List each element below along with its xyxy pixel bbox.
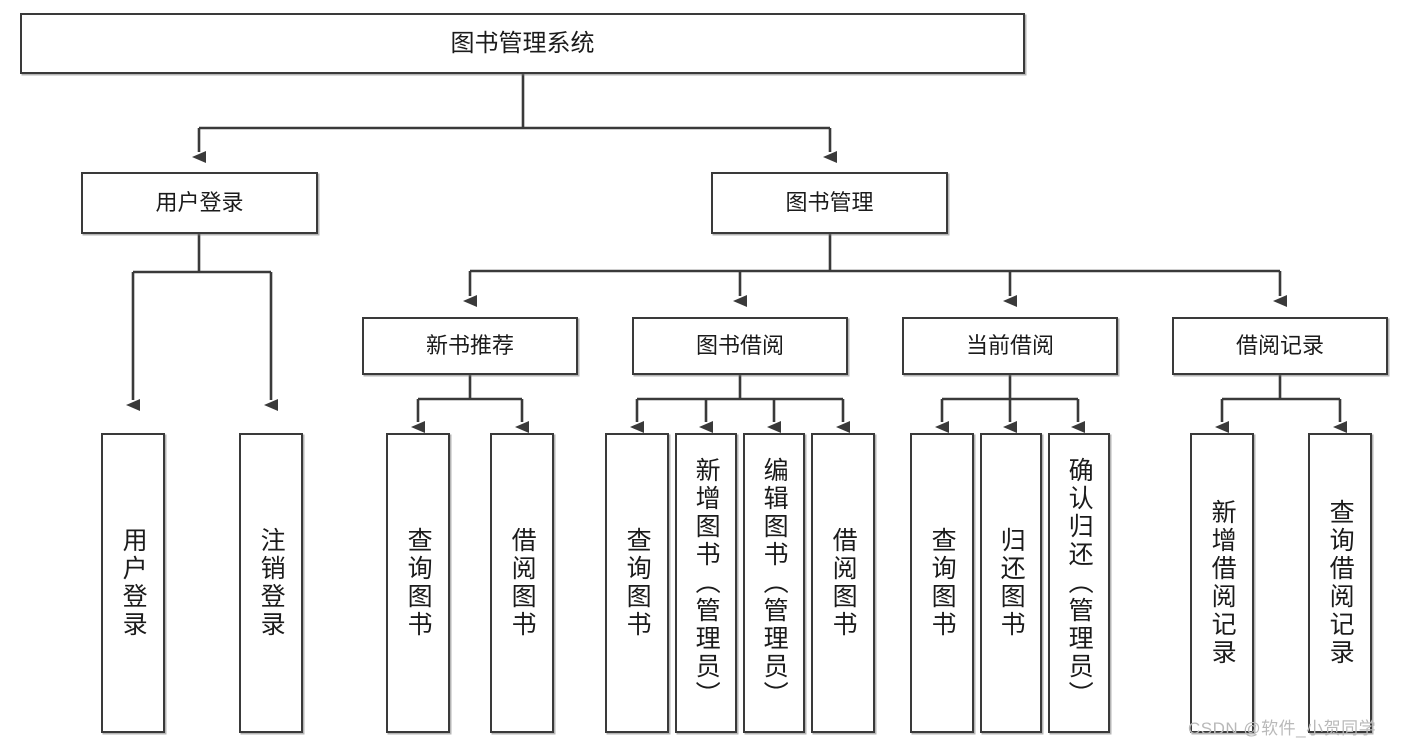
node-label: 新增图书（管理员）	[692, 457, 721, 709]
node-root-book-management-system[interactable]: 图书管理系统	[20, 13, 1025, 74]
node-leaf-user-logout[interactable]: 注销登录	[239, 433, 303, 733]
node-leaf-borrow-book-recommend[interactable]: 借阅图书	[490, 433, 554, 733]
node-borrow-record[interactable]: 借阅记录	[1172, 317, 1388, 375]
node-label: 用户登录	[119, 527, 148, 639]
node-label: 查询图书	[928, 527, 957, 639]
node-leaf-return-book[interactable]: 归还图书	[980, 433, 1042, 733]
node-label: 注销登录	[257, 527, 286, 639]
node-label: 新增借阅记录	[1208, 499, 1237, 667]
node-label: 归还图书	[997, 527, 1026, 639]
node-label: 图书管理系统	[450, 29, 595, 57]
node-label: 借阅图书	[508, 527, 537, 639]
node-leaf-query-book-current[interactable]: 查询图书	[910, 433, 974, 733]
node-label: 编辑图书（管理员）	[760, 457, 789, 709]
node-label: 图书管理	[785, 190, 874, 216]
node-label: 借阅图书	[829, 527, 858, 639]
node-label: 用户登录	[155, 190, 244, 216]
node-leaf-user-login[interactable]: 用户登录	[101, 433, 165, 733]
node-label: 借阅记录	[1235, 333, 1324, 359]
node-book-management[interactable]: 图书管理	[711, 172, 948, 234]
node-book-borrow[interactable]: 图书借阅	[632, 317, 848, 375]
node-leaf-borrow-book[interactable]: 借阅图书	[811, 433, 875, 733]
node-label: 查询图书	[404, 527, 433, 639]
node-label: 确认归还（管理员）	[1065, 457, 1094, 709]
node-label: 查询借阅记录	[1326, 499, 1355, 667]
node-leaf-add-book[interactable]: 新增图书（管理员）	[675, 433, 737, 733]
node-leaf-query-book-borrow[interactable]: 查询图书	[605, 433, 669, 733]
node-current-borrow[interactable]: 当前借阅	[902, 317, 1118, 375]
node-leaf-confirm-return[interactable]: 确认归还（管理员）	[1048, 433, 1110, 733]
node-new-book-recommend[interactable]: 新书推荐	[362, 317, 578, 375]
node-user-login[interactable]: 用户登录	[81, 172, 318, 234]
node-leaf-query-borrow-record[interactable]: 查询借阅记录	[1308, 433, 1372, 733]
node-label: 图书借阅	[695, 333, 784, 359]
node-label: 当前借阅	[965, 333, 1054, 359]
node-leaf-query-book-recommend[interactable]: 查询图书	[386, 433, 450, 733]
node-leaf-edit-book[interactable]: 编辑图书（管理员）	[743, 433, 805, 733]
node-leaf-add-borrow-record[interactable]: 新增借阅记录	[1190, 433, 1254, 733]
node-label: 新书推荐	[425, 333, 514, 359]
node-label: 查询图书	[623, 527, 652, 639]
